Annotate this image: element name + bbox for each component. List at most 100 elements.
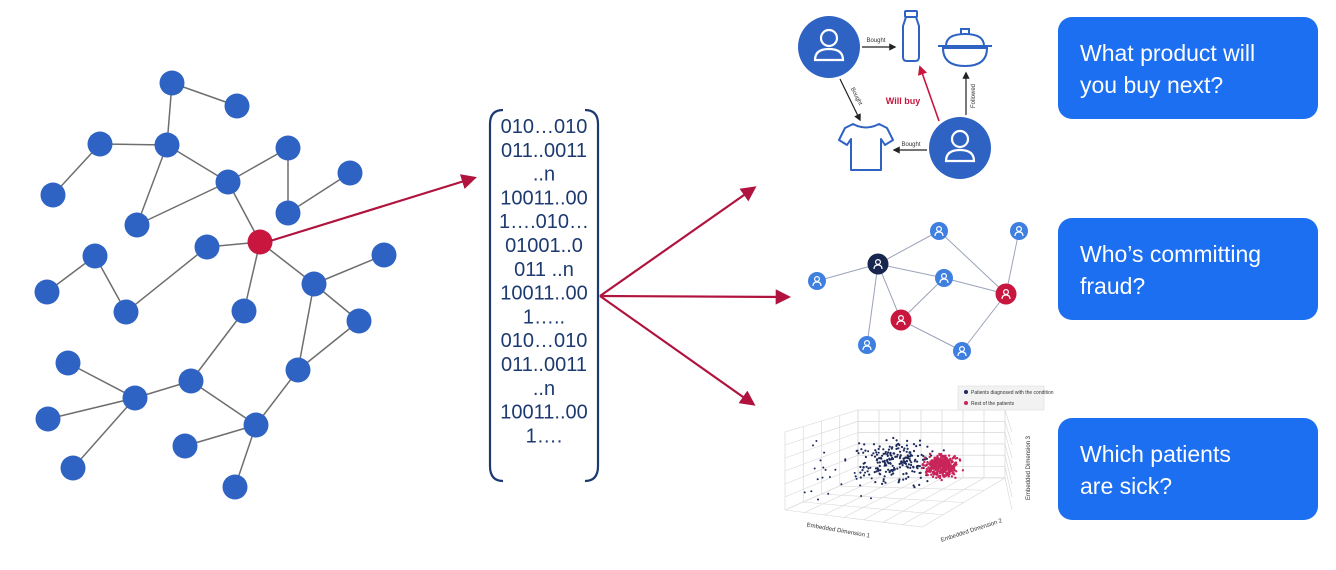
tshirt-icon (838, 123, 894, 171)
scatter-points (803, 436, 965, 501)
fraud-edge (938, 230, 1007, 295)
question-text-line-1: What product will (1080, 40, 1256, 66)
embedding-line: 01001..0 (505, 235, 583, 257)
graph-node (243, 412, 269, 438)
graph-edge (136, 181, 229, 226)
graph-node (35, 406, 61, 432)
embedding-line: 1….010… (499, 211, 589, 233)
highlighted-node (247, 229, 273, 255)
axis-label-dimension-3: Embedded Dimension 3 (1026, 435, 1032, 500)
embedding-line: 10011..00 (500, 402, 588, 424)
arrow-to-fraud (599, 289, 792, 305)
right-bracket (584, 108, 600, 483)
embedding-line: 011 ..n (514, 259, 574, 281)
embedding-line: 1….. (523, 306, 565, 328)
graph-edge (72, 397, 136, 469)
graph-node (275, 200, 301, 226)
graph-node (222, 474, 248, 500)
scatter-legend: Patients diagnosed with the condition Re… (957, 385, 1054, 411)
arrow-to-recommendation (599, 186, 757, 297)
flagged-user-icon (890, 309, 912, 331)
axis-label-dimension-2: Embedded Dimension 2 (940, 518, 1003, 544)
question-box-fraud: Who’s committing fraud? (1058, 218, 1318, 320)
left-bracket (488, 108, 504, 483)
input-graph (34, 70, 397, 500)
graph-edge (190, 380, 257, 426)
edge-label-bought-bottom: Bought (901, 142, 920, 148)
graph-node (113, 299, 139, 325)
arrow-graph-to-embedding (269, 174, 477, 243)
edge-will-buy (918, 65, 940, 122)
question-box-next-product: What product will you buy next? (1058, 17, 1318, 119)
question-text-line-2: are sick? (1080, 473, 1173, 499)
graph-node (34, 279, 60, 305)
edge-label-bought-left: Bought (849, 87, 863, 107)
fraud-graph (808, 222, 1028, 360)
embedding-line: 10011..00 (500, 187, 588, 209)
question-text-line-1: Who’s committing (1080, 241, 1262, 267)
patients-scatter-plot: Patients diagnosed with the condition Re… (784, 385, 1054, 544)
fraud-edge (816, 263, 879, 282)
question-box-sick-patients: Which patients are sick? (1058, 418, 1318, 520)
embedding-line: ..n (533, 378, 555, 400)
arrow-to-patients (599, 295, 756, 406)
graph-node (122, 385, 148, 411)
edge-label-will-buy: Will buy (886, 96, 920, 106)
graph-edge (67, 362, 136, 399)
user-icon (798, 16, 860, 78)
embedding-vector: 010…010011..0011..n10011..001….010…01001… (488, 108, 600, 483)
graph-edge (297, 320, 360, 371)
edge-label-bought-top: Bought (866, 38, 885, 44)
graph-node (301, 271, 327, 297)
embedding-lines: 010…010011..0011..n10011..001….010…01001… (499, 116, 589, 447)
graph-node (124, 212, 150, 238)
graph-edge (313, 254, 385, 285)
user-icon (930, 222, 948, 240)
bottle-icon (902, 10, 920, 62)
fraud-edge (900, 319, 963, 352)
user-icon (808, 272, 826, 290)
embedding-line: ..n (533, 164, 555, 186)
user-icon (858, 336, 876, 354)
graph-node (337, 160, 363, 186)
graph-edge (136, 144, 168, 226)
graph-edge (125, 246, 208, 313)
question-text-line-1: Which patients (1080, 441, 1231, 467)
graph-node (154, 132, 180, 158)
graph-node (285, 357, 311, 383)
graph-node (55, 350, 81, 376)
fraud-graph-edges (816, 230, 1020, 352)
fraud-edge (943, 277, 1007, 295)
edge-label-followed: Followed (971, 84, 977, 108)
graph-edge (297, 283, 315, 371)
user-icon (1010, 222, 1028, 240)
graph-node (87, 131, 113, 157)
user-icon (929, 117, 991, 179)
graph-node (40, 182, 66, 208)
legend-entry-diagnosed: Patients diagnosed with the condition (971, 390, 1054, 396)
embedding-line: 011..0011 (501, 140, 587, 162)
graph-node (82, 243, 108, 269)
fraud-edge (1005, 230, 1020, 295)
pot-icon (938, 28, 992, 68)
fraud-edge (961, 293, 1007, 352)
question-text-line-2: fraud? (1080, 273, 1146, 299)
axis-label-dimension-1: Embedded Dimension 1 (806, 522, 871, 539)
embedding-line: 011..0011 (501, 354, 587, 376)
graph-node (178, 368, 204, 394)
fraudster-icon (867, 253, 889, 275)
graph-node (194, 234, 220, 260)
embedding-line: 010…010 (501, 116, 588, 138)
edge-user-shirt (839, 78, 861, 122)
graph-edge (190, 310, 245, 382)
graph-node (371, 242, 397, 268)
question-text-line-2: you buy next? (1080, 72, 1224, 98)
graph-node (275, 135, 301, 161)
graph-node (60, 455, 86, 481)
legend-entry-rest: Rest of the patients (971, 401, 1015, 407)
embedding-line: 10011..00 (500, 283, 588, 305)
graph-node (231, 298, 257, 324)
scatter-grid (784, 409, 1013, 528)
user-icon (935, 269, 953, 287)
